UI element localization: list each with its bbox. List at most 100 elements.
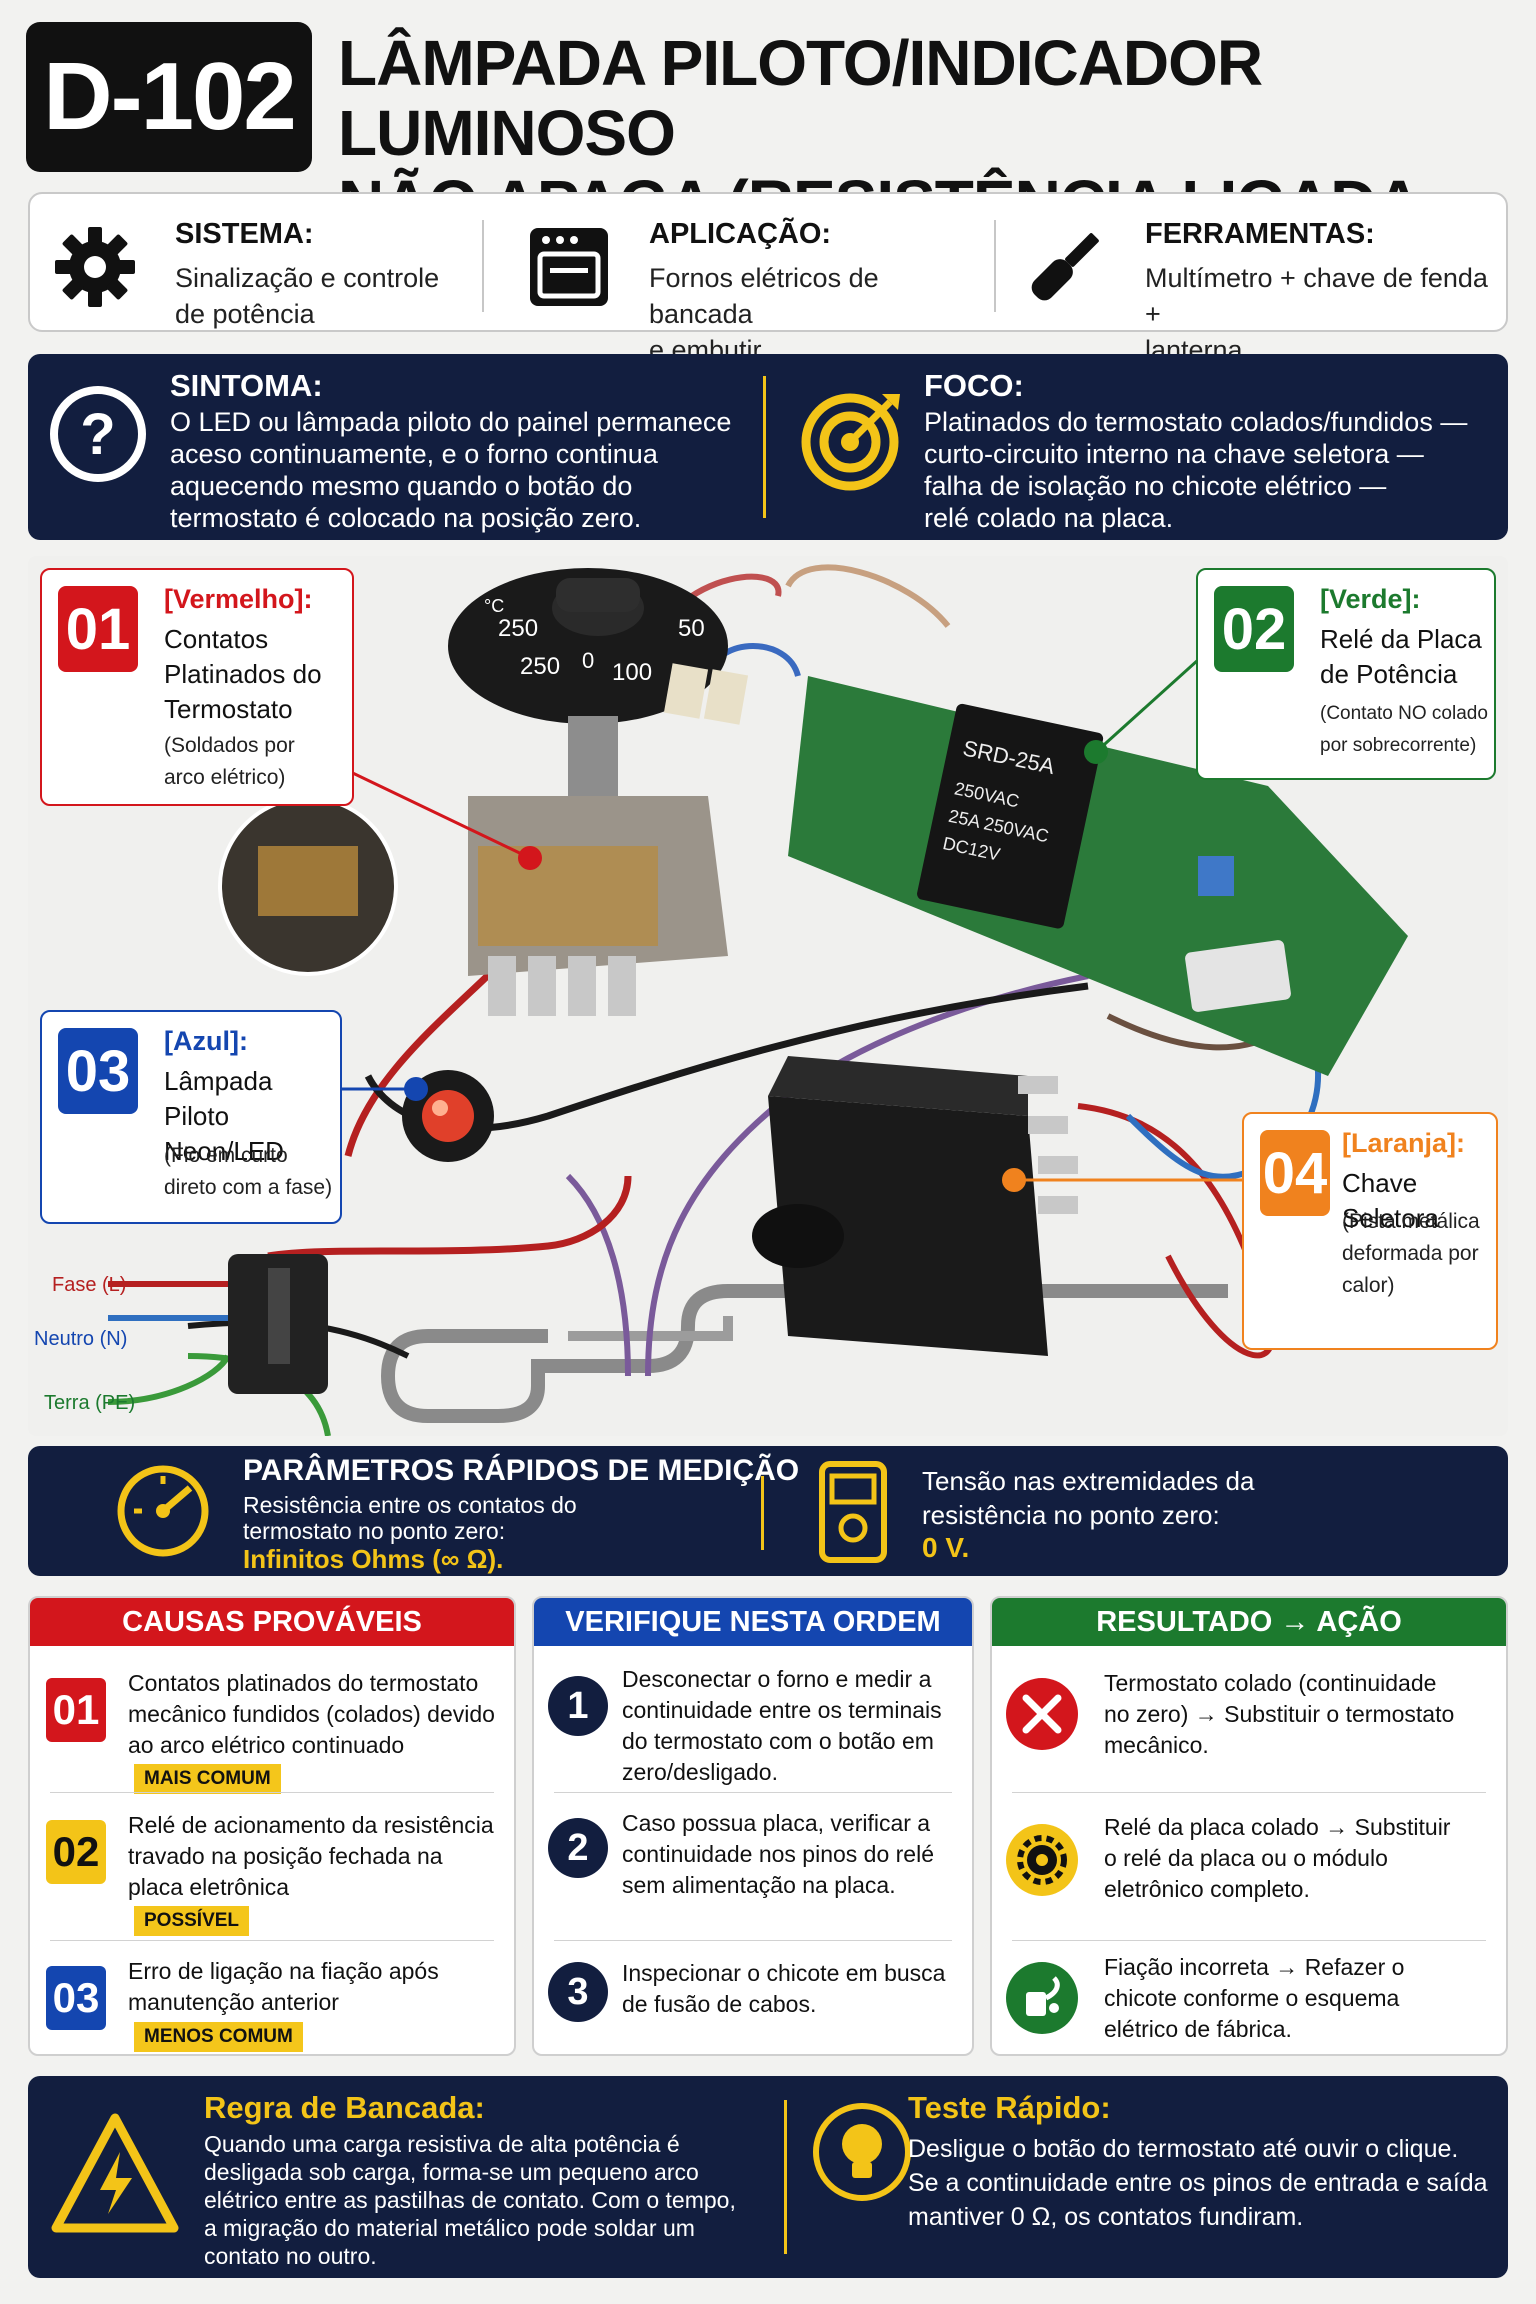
- callout-number: 04: [1260, 1130, 1330, 1216]
- cause-line: ao arco elétrico continuado: [128, 1732, 405, 1758]
- callout-name-line: Termostato: [164, 694, 293, 724]
- symptom-line: aquecendo mesmo quando o botão do: [170, 471, 633, 501]
- callout-note: (Fio em curto direto com a fase): [164, 1140, 332, 1204]
- cause-line: Contatos platinados do termostato: [128, 1670, 479, 1696]
- params-right-text: Tensão nas extremidades da resistência n…: [922, 1464, 1254, 1532]
- symptom-line: O LED ou lâmpada piloto do painel perman…: [170, 407, 732, 437]
- cause-line: travado na posição fechada na: [128, 1843, 443, 1869]
- aplicacao-label: APLICAÇÃO:: [649, 218, 832, 250]
- sistema-line-1: Sinalização e controle: [175, 263, 440, 293]
- step-line: do termostato com o botão em: [622, 1728, 934, 1754]
- focus-line: falha de isolação no chicote elétrico —: [924, 471, 1387, 501]
- callout-02: 02 [Verde]: Relé da Placa de Potência (C…: [1196, 568, 1496, 780]
- callout-color-tag: [Laranja]:: [1342, 1128, 1466, 1158]
- wiring-diagram: 250 °C 50 250 0 100: [28, 556, 1508, 1436]
- heating-element-terminal: [568, 1316, 733, 1341]
- cause-number: 02: [46, 1820, 106, 1884]
- callout-note-line: calor): [1342, 1274, 1395, 1297]
- divider: [994, 220, 996, 312]
- focus-text: Platinados do termostato colados/fundido…: [924, 406, 1494, 534]
- cause-text: Contatos platinados do termostato mecâni…: [128, 1668, 510, 1761]
- likelihood-badge: MAIS COMUM: [134, 1764, 281, 1794]
- step-line: Caso possua placa, verificar a: [622, 1810, 931, 1836]
- dial-label: 100: [612, 659, 652, 686]
- marker-dot: [1084, 740, 1108, 764]
- result-item: Termostato colado (continuidade no zero)…: [992, 1660, 1506, 1796]
- cause-item: 03 Erro de ligação na fiação após manute…: [30, 1952, 514, 2052]
- symptom-line: termostato é colocado na posição zero.: [170, 503, 642, 533]
- result-text: Termostato colado (continuidade no zero)…: [1104, 1668, 1500, 1761]
- wire-purple: [565, 1173, 631, 1377]
- dial-label: 0: [582, 648, 594, 673]
- cause-number: 01: [46, 1678, 106, 1742]
- focus-line: Platinados do termostato colados/fundido…: [924, 407, 1468, 437]
- cause-item: 01 Contatos platinados do termostato mec…: [30, 1660, 514, 1796]
- dial-label: 250: [520, 653, 560, 680]
- params-left-value: Infinitos Ohms (∞ Ω).: [243, 1544, 504, 1574]
- callout-name: Chave Seletora: [1342, 1166, 1496, 1236]
- quick-test-line: mantiver 0 Ω, os contatos fundiram.: [908, 2203, 1304, 2231]
- callout-name-line: Relé da Placa: [1320, 624, 1482, 654]
- bench-rule-line: a migração do material metálico pode sol…: [204, 2215, 695, 2241]
- callout-number: 02: [1214, 586, 1294, 672]
- quick-test-title: Teste Rápido:: [908, 2090, 1111, 2125]
- result-line: no zero) → Substituir o termostato: [1104, 1701, 1455, 1727]
- wire-red: [267, 1175, 632, 1260]
- bench-rule-title: Regra de Bancada:: [204, 2090, 485, 2125]
- focus-line: curto-circuito interno na chave seletora…: [924, 439, 1424, 469]
- callout-name: Relé da Placa de Potência: [1320, 622, 1482, 692]
- info-aplicacao: APLICAÇÃO: Fornos elétricos de bancada e…: [524, 212, 994, 365]
- callout-note: (Pista metálica deformada por calor): [1342, 1206, 1480, 1302]
- params-left-line: termostato no ponto zero:: [243, 1518, 506, 1544]
- step-number: 2: [548, 1818, 608, 1878]
- verify-step: 2 Caso possua placa, verificar a continu…: [534, 1804, 972, 1924]
- divider: [50, 1940, 494, 1941]
- bench-rule-line: elétrico entre as pastilhas de contato. …: [204, 2187, 736, 2213]
- cause-line: placa eletrônica: [128, 1874, 290, 1900]
- ferramentas-value: Multímetro + chave de fenda + lanterna: [1145, 260, 1505, 368]
- aplicacao-value: Fornos elétricos de bancada e embutir: [649, 260, 989, 368]
- dial-label: °C: [484, 596, 504, 616]
- result-header: RESULTADO → AÇÃO: [992, 1598, 1506, 1646]
- params-right-line: Tensão nas extremidades da: [922, 1466, 1255, 1496]
- cause-item: 02 Relé de acionamento da resistência tr…: [30, 1804, 514, 1940]
- callout-note-line: (Fio em curto: [164, 1144, 288, 1167]
- result-line: Termostato colado (continuidade: [1104, 1670, 1437, 1696]
- thermostat: 250 °C 50 250 0 100: [448, 568, 728, 1016]
- wire-beige: [785, 564, 951, 628]
- screwdriver-icon: [1031, 233, 1099, 301]
- params-title: PARÂMETROS RÁPIDOS DE MEDIÇÃO: [243, 1454, 800, 1487]
- step-line: zero/desligado.: [622, 1759, 778, 1785]
- callout-03: 03 [Azul]: Lâmpada Piloto Neon/LED (Fio …: [40, 1010, 342, 1224]
- sistema-value: Sinalização e controle de potência: [175, 260, 505, 332]
- power-board: SRD-25A 250VAC 25A 250VAC DC12V: [663, 663, 1408, 1076]
- divider: [784, 2100, 787, 2254]
- callout-note-line: por sobrecorrente): [1320, 735, 1477, 756]
- info-sistema: SISTEMA: Sinalização e controle de potên…: [50, 212, 510, 329]
- causes-header: CAUSAS PROVÁVEIS: [30, 1598, 514, 1646]
- result-line: mecânico.: [1104, 1732, 1209, 1758]
- callout-number: 01: [58, 586, 138, 672]
- callout-note-line: (Contato NO colado: [1320, 703, 1488, 724]
- gear-icon: [1006, 1824, 1078, 1896]
- causes-column: CAUSAS PROVÁVEIS 01 Contatos platinados …: [28, 1596, 516, 2056]
- cause-line: Erro de ligação na fiação após: [128, 1958, 439, 1984]
- oven-icon: [530, 228, 608, 306]
- divider: [761, 1476, 764, 1550]
- cause-text: Erro de ligação na fiação após manutençã…: [128, 1956, 510, 2018]
- info-ferramentas: FERRAMENTAS: Multímetro + chave de fenda…: [1020, 212, 1500, 365]
- verify-column: VERIFIQUE NESTA ORDEM 1 Desconectar o fo…: [532, 1596, 974, 2056]
- cause-line: Relé de acionamento da resistência: [128, 1812, 494, 1838]
- step-line: continuidade entre os terminais: [622, 1697, 942, 1723]
- likelihood-badge: MENOS COMUM: [134, 2022, 303, 2052]
- info-box: SISTEMA: Sinalização e controle de potên…: [28, 192, 1508, 365]
- step-number: 1: [548, 1676, 608, 1736]
- focus-title: FOCO:: [924, 368, 1024, 403]
- callout-04: 04 [Laranja]: Chave Seletora (Pista metá…: [1242, 1112, 1498, 1350]
- divider: [1012, 1792, 1486, 1793]
- divider: [50, 1792, 494, 1793]
- result-item: Fiação incorreta → Refazer o chicote con…: [992, 1952, 1506, 2052]
- callout-name-line: Lâmpada Piloto: [164, 1066, 273, 1131]
- verify-step: 1 Desconectar o forno e medir a continui…: [534, 1660, 972, 1800]
- ferramentas-label: FERRAMENTAS:: [1145, 218, 1375, 250]
